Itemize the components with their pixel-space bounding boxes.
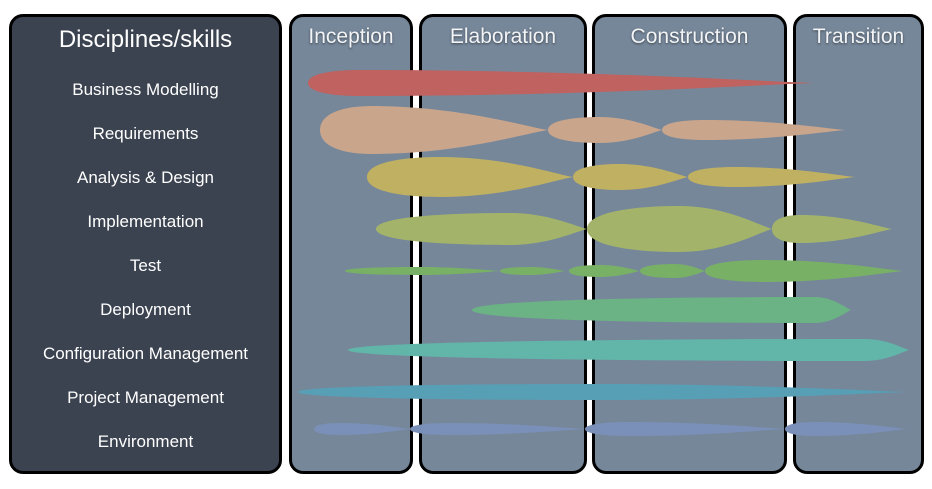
phase-title: Construction	[630, 25, 749, 48]
effort-hump-implementation	[376, 213, 587, 245]
effort-hump-business-modelling	[308, 70, 815, 96]
effort-hump-implementation	[772, 215, 892, 243]
effort-hump-analysis-design	[688, 167, 855, 187]
effort-hump-implementation	[587, 206, 772, 252]
phase-title: Transition	[812, 25, 905, 48]
discipline-environment: Environment	[97, 432, 194, 451]
discipline-requirements: Requirements	[92, 124, 199, 143]
effort-hump-analysis-design	[573, 164, 688, 190]
effort-hump-test	[500, 267, 565, 275]
effort-hump-environment	[410, 423, 585, 435]
effort-hump-environment	[585, 422, 785, 436]
discipline-analysis-design: Analysis & Design	[76, 168, 214, 187]
discipline-configuration-management: Configuration Management	[42, 344, 249, 363]
discipline-project-management: Project Management	[67, 388, 224, 407]
effort-hump-test	[345, 267, 500, 275]
phase-title: Elaboration	[449, 25, 557, 48]
effort-hump-deployment	[472, 297, 851, 323]
effort-hump-requirements	[548, 117, 662, 143]
discipline-deployment: Deployment	[100, 300, 191, 319]
effort-hump-test	[705, 260, 903, 282]
disciplines-title: Disciplines/skills	[58, 26, 233, 53]
disciplines-panel: Disciplines/skills Business Modelling Re…	[9, 14, 282, 474]
phase-transition: Transition	[793, 14, 924, 474]
effort-hump-test	[569, 265, 640, 277]
effort-hump-configuration-management	[348, 339, 909, 361]
effort-hump-test	[640, 264, 705, 278]
discipline-test: Test	[129, 256, 162, 275]
effort-hump-requirements	[320, 106, 548, 154]
discipline-business-modelling: Business Modelling	[72, 80, 219, 99]
effort-hump-environment	[785, 422, 907, 436]
phase-title: Inception	[308, 25, 394, 48]
effort-hump-environment	[314, 423, 410, 435]
effort-hump-project-management	[298, 384, 908, 400]
discipline-implementation: Implementation	[87, 212, 204, 231]
effort-hump-requirements	[662, 120, 845, 140]
effort-hump-analysis-design	[367, 157, 573, 197]
